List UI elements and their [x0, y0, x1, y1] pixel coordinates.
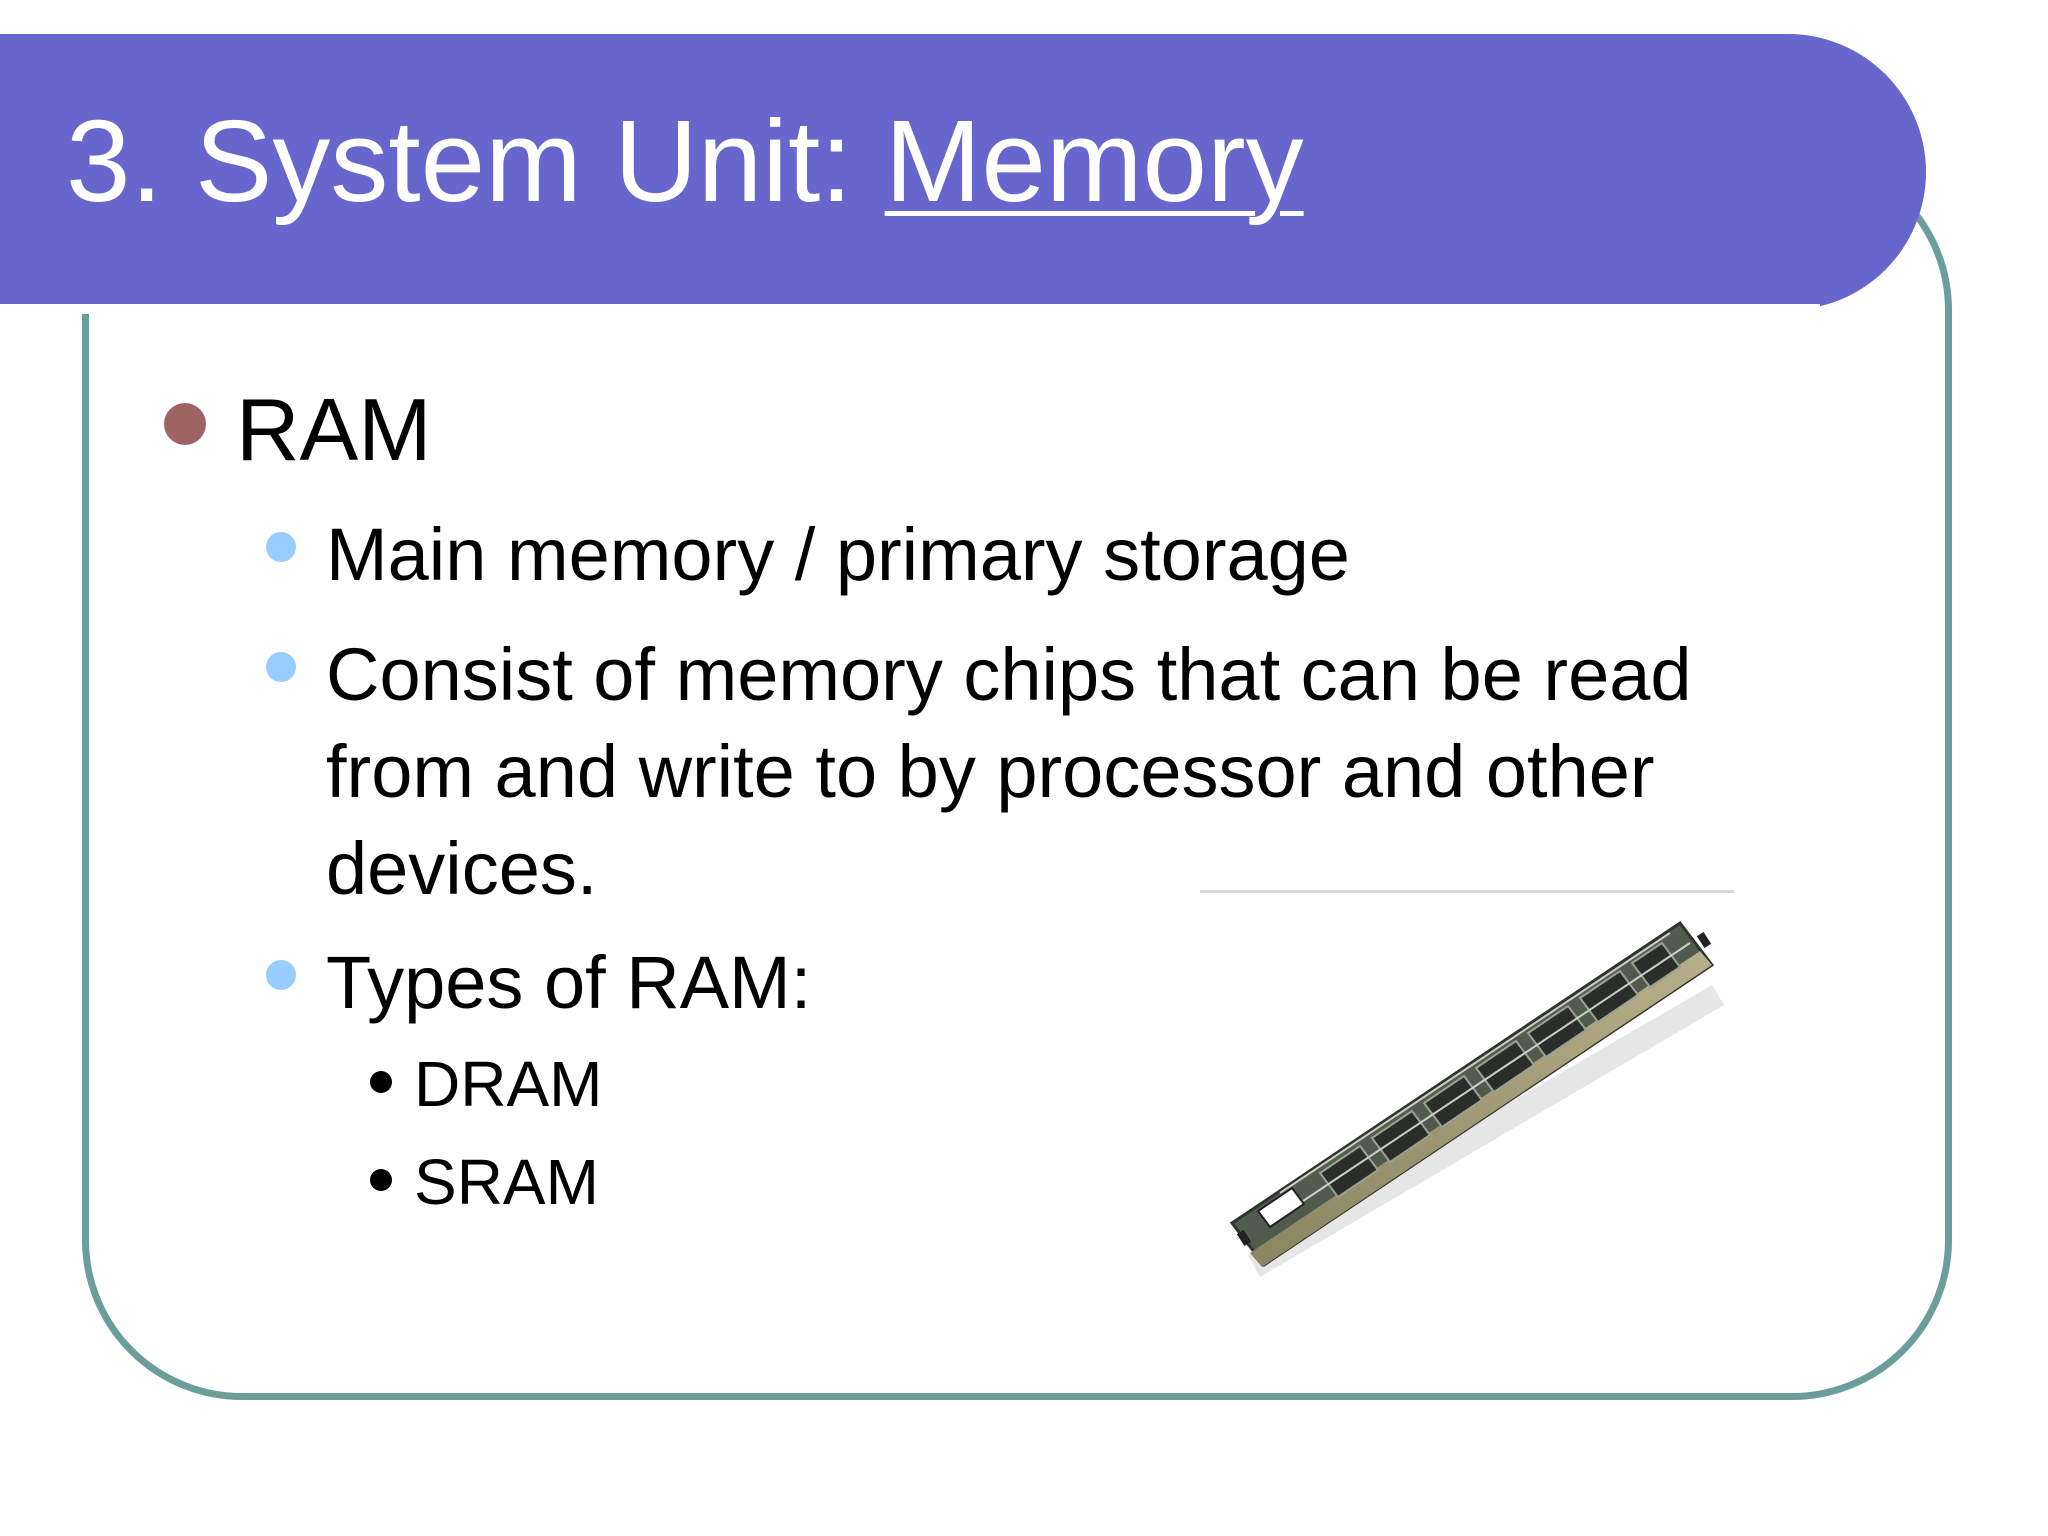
bullet-dram: DRAM — [414, 1048, 603, 1120]
bullet-consist-line-3: devices. — [326, 827, 598, 910]
bullet-consist-line-1: Consist of memory chips that can be read — [326, 633, 1692, 716]
bullet-level2-icon — [266, 960, 296, 990]
bullet-level3-icon — [370, 1071, 392, 1093]
ram-module-image — [1200, 890, 1734, 1293]
bullet-main-memory: Main memory / primary storage — [326, 513, 1350, 596]
ram-module-icon — [1229, 920, 1724, 1277]
slide-title: 3. System Unit: Memory — [66, 96, 1304, 226]
title-highlight: Memory — [884, 96, 1304, 226]
bullet-level3-icon — [370, 1169, 392, 1191]
bullet-consist-line-2: from and write to by processor and other — [326, 730, 1655, 813]
title-prefix: 3. System Unit: — [66, 96, 885, 226]
bullet-types-of-ram: Types of RAM: — [326, 941, 812, 1024]
bullet-ram: RAM — [236, 380, 432, 479]
title-bar — [0, 34, 1926, 314]
bullet-level2-icon — [266, 652, 296, 682]
bullet-level1-icon — [164, 403, 206, 445]
title-underline-rule — [0, 304, 1820, 314]
bullet-level2-icon — [266, 532, 296, 562]
bullet-sram: SRAM — [414, 1146, 599, 1218]
